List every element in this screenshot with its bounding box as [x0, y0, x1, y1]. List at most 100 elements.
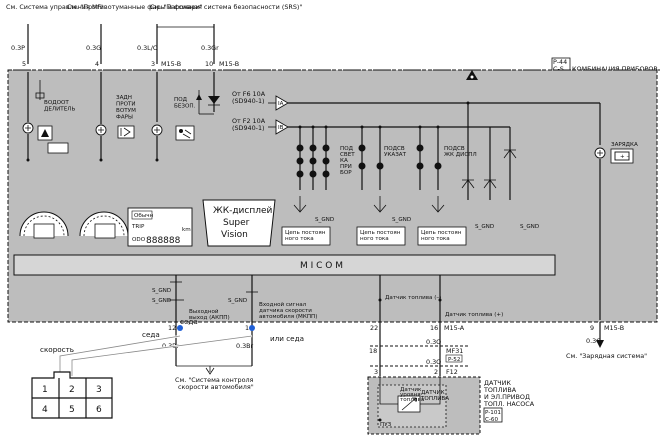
- water-separator-indicator: [22, 72, 69, 162]
- connector-grid: [31, 371, 113, 419]
- pin-22: 22: [370, 324, 378, 332]
- circuit-box-2: [356, 226, 406, 246]
- connector-m15b-b: M15-B: [219, 60, 239, 68]
- cluster-panel: [7, 69, 658, 323]
- wire-label-w5: 0.3G: [586, 337, 601, 345]
- label-seda: седа: [142, 330, 160, 339]
- panel-code-2: C-S: [553, 65, 564, 73]
- sgnd-6: S_GND: [152, 298, 171, 304]
- lcd-line3: Vision: [221, 230, 248, 240]
- lcd-mode-label: Обычн: [134, 213, 154, 219]
- svg-text:+ –: + –: [620, 154, 629, 160]
- lcd-line2: Super: [223, 218, 250, 228]
- label-seda-2: седа: [180, 317, 198, 326]
- sgnd-4: S_GND: [520, 224, 539, 230]
- ref-fog: См. "Противотуманные фары и фонари": [67, 3, 203, 11]
- sgnd-5: S_GND: [152, 288, 171, 294]
- sensor-fuel-plus: Датчик топлива (+): [445, 312, 503, 318]
- speedometer-gauge: [19, 211, 69, 239]
- pin-18: 18: [369, 347, 377, 355]
- odometer-display: [127, 207, 193, 247]
- indicator-charge-label: ЗАРЯДКА: [611, 142, 638, 148]
- fuel-sensor-wiring: [370, 322, 470, 376]
- fuel-box-code: [483, 407, 503, 423]
- wire-label-w1: 0.3P: [11, 44, 25, 52]
- panel-code-1: P-44: [553, 58, 567, 66]
- connector-pin-3: 3: [96, 385, 102, 395]
- wire-label-w7: 0.3Br: [236, 342, 254, 350]
- fuse-f2-label: От F2 10A(SD940-1): [232, 117, 266, 132]
- lcd-trip-label: TRIP: [131, 224, 145, 230]
- micom-output-wires: [168, 275, 442, 322]
- connector-p52-box: [445, 354, 463, 363]
- tachometer-gauge: [79, 211, 129, 239]
- charge-indicator: + –: [594, 103, 634, 320]
- ref-srs: См. "Пассивная система безопасности (SRS…: [150, 3, 302, 11]
- connector-mf31: MF31: [446, 347, 463, 355]
- pin-3b: 3: [374, 368, 378, 376]
- wire-label-w4: 0.3Gr: [201, 44, 219, 52]
- wire-label-w8: 0.3O: [426, 338, 441, 346]
- pin-9: 9: [590, 324, 594, 332]
- fuel-sensor-box: [367, 376, 481, 435]
- ref-mfi: См. Система управления MFI: [6, 3, 103, 11]
- connector-pin-5: 5: [69, 405, 75, 415]
- connector-pin-6: 6: [96, 405, 102, 415]
- pin-3: 3: [151, 60, 155, 68]
- fuse-f6-label: От F6 10A(SD940-1): [232, 90, 266, 105]
- circuit-box-1: [281, 226, 331, 246]
- transistor-group: [461, 101, 517, 200]
- connector-pin-2: 2: [69, 385, 75, 395]
- connector-p52: P-52: [448, 357, 460, 363]
- pin-5: 5: [22, 60, 26, 68]
- speed-signal-lines: [58, 325, 255, 376]
- micom-label: M I C O M: [300, 261, 343, 271]
- connector-m15b-c: M15-B: [604, 324, 624, 332]
- lcd-digits: 888888: [146, 236, 181, 246]
- label-speed: скорость: [40, 345, 74, 354]
- sgnd-7: S_GND: [228, 298, 247, 304]
- charging-wire: [596, 322, 604, 348]
- relay-ib-label: IB: [278, 125, 284, 131]
- connector-pin-1: 1: [42, 385, 48, 395]
- relay-ia: IA: [268, 95, 600, 111]
- srs-diode-group: [196, 72, 220, 115]
- airbag-indicator: [151, 72, 195, 162]
- wire-label-w9: 0.3O: [426, 358, 441, 366]
- fuel-box-code-2: C-60: [485, 417, 498, 423]
- connector-f12: F12: [446, 368, 458, 376]
- sgnd-3: S_GND: [475, 224, 494, 230]
- rear-fog-indicator: [95, 72, 135, 162]
- connector-m15a: M15-A: [444, 324, 465, 332]
- sgnd-1: S_GND: [315, 217, 334, 223]
- pin-2: 2: [434, 368, 438, 376]
- sgnd-2: S_GND: [392, 217, 411, 223]
- wire-label-w2: 0.3G: [86, 44, 101, 52]
- label-ili-seda: или седа: [270, 334, 304, 343]
- lcd-super-vision-box: [202, 199, 276, 247]
- warning-triangle-icon: [466, 70, 478, 80]
- lcd-km-label: km: [182, 227, 191, 233]
- ref-charging: См. "Зарядная система": [566, 352, 647, 360]
- circuit-box-3: [417, 226, 467, 246]
- pin-10: 10: [205, 60, 213, 68]
- relay-ia-label: IA: [278, 101, 284, 107]
- connector-m15b-a: M15-B: [161, 60, 181, 68]
- fuel-box-code-1: P-101: [485, 410, 501, 416]
- pin-16: 16: [430, 324, 438, 332]
